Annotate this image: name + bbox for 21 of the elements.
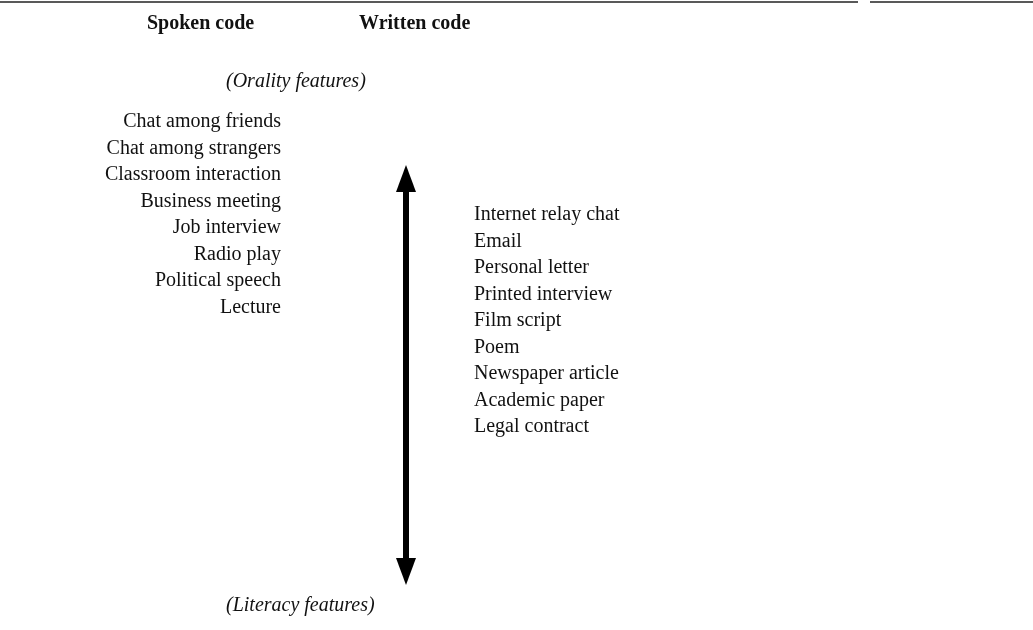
column-heading: Spoken code	[147, 10, 255, 34]
list-item: Job interview	[172, 214, 281, 238]
list-item: Newspaper article	[474, 360, 619, 384]
list-item: Academic paper	[474, 386, 605, 411]
list-item: Internet relay chat	[474, 201, 620, 225]
scale-end-label: (Orality features)	[226, 68, 366, 92]
list-item: Classroom interaction	[104, 161, 281, 185]
list-item: Chat among strangers	[106, 134, 281, 159]
column-heading: Written code	[359, 10, 471, 34]
list-item: Business meeting	[140, 187, 281, 212]
list-item: Printed interview	[474, 280, 613, 305]
list-item: Poem	[474, 333, 520, 358]
scale-end-label: (Literacy features)	[226, 592, 375, 616]
list-item: Political speech	[154, 267, 281, 291]
list-item: Email	[474, 227, 522, 252]
list-item: Chat among friends	[123, 108, 281, 132]
list-item: Personal letter	[474, 254, 589, 278]
list-item: Radio play	[193, 240, 281, 265]
list-item: Film script	[474, 307, 562, 331]
list-item: Lecture	[219, 293, 281, 318]
list-item: Legal contract	[474, 413, 589, 437]
